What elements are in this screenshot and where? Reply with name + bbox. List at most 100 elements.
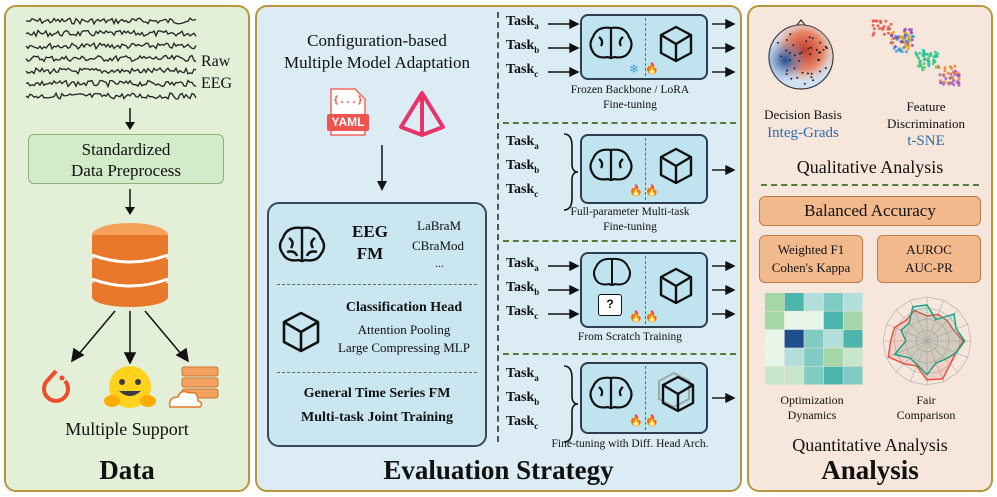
frozen-icon: ❄ xyxy=(629,62,640,76)
yaml-label: YAML xyxy=(331,115,365,129)
preprocess-line2: Data Preprocess xyxy=(71,161,181,180)
classification-head-icon xyxy=(659,267,693,305)
balanced-accuracy-box: Balanced Accuracy xyxy=(759,196,981,226)
branch-arrows-icon xyxy=(71,310,189,365)
data-title: Data xyxy=(99,455,155,485)
strategy-frozen-line2: Fine-tuning xyxy=(603,99,657,111)
fire-icon: 🔥 xyxy=(645,184,659,197)
eeg-waveform-icon xyxy=(25,17,197,101)
arrow-down-icon xyxy=(125,108,135,130)
analysis-title: Analysis xyxy=(821,455,919,485)
input-arrows-icon xyxy=(548,18,580,78)
output-arrows-icon xyxy=(712,260,736,320)
strategy-diffhead-box xyxy=(580,362,708,434)
decision-label: Decision Basis xyxy=(764,107,842,122)
output-arrow-icon xyxy=(712,164,736,176)
raw-label: Raw xyxy=(201,53,231,70)
metric-right-line2: AUC-PR xyxy=(905,260,953,275)
divider xyxy=(645,256,646,324)
foundation-model-box: EEG FM LaBraM CBraMod ... Classification… xyxy=(267,202,487,447)
qualitative-label: Qualitative Analysis xyxy=(796,157,944,177)
general-line1: General Time Series FM xyxy=(303,386,451,401)
classification-head-icon xyxy=(659,25,693,63)
head-item-attention: Attention Pooling xyxy=(357,322,451,337)
arrow-down-icon xyxy=(125,189,135,215)
huggingface-icon xyxy=(104,366,156,408)
f1-kappa-box: Weighted F1 Cohen's Kappa xyxy=(759,235,863,283)
task-c-label: Taskc xyxy=(506,62,539,79)
task-b-label: Taskb xyxy=(506,38,540,55)
task-b-label: Taskb xyxy=(506,390,540,407)
divider xyxy=(277,284,477,285)
quantitative-label: Quantitative Analysis xyxy=(792,435,948,455)
output-arrow-icon xyxy=(712,392,736,404)
divider xyxy=(645,18,646,76)
strategy-divider xyxy=(503,122,736,124)
head-item-mlp: Large Compressing MLP xyxy=(338,340,470,355)
strategy-separator xyxy=(497,12,499,442)
tsne-scatter-icon xyxy=(871,19,961,87)
support-label: Multiple Support xyxy=(65,419,189,439)
task-c-label: Taskc xyxy=(506,414,539,431)
feature-method: t-SNE xyxy=(907,133,945,149)
classification-head-icon xyxy=(659,147,693,185)
config-line1: Configuration-based xyxy=(307,31,447,50)
unknown-backbone-icon: ? xyxy=(598,294,622,316)
metric-left-line2: Cohen's Kappa xyxy=(771,260,851,275)
evaluation-title: Evaluation Strategy xyxy=(383,455,614,485)
fire-icon: 🔥 xyxy=(629,414,643,427)
feature-line1: Feature xyxy=(906,99,946,114)
arrow-down-icon xyxy=(377,145,387,191)
task-a-label: Taska xyxy=(506,134,539,151)
metric-left-line1: Weighted F1 xyxy=(777,242,845,257)
fm-model-labram: LaBraM xyxy=(417,218,462,233)
database-icon xyxy=(91,223,169,307)
brain-icon xyxy=(278,226,326,263)
task-a-label: Taska xyxy=(506,366,539,383)
strategy-frozen-box xyxy=(580,14,708,80)
brain-icon xyxy=(589,376,633,410)
decision-method: Integ-Grads xyxy=(767,125,839,141)
divider xyxy=(645,366,646,430)
brace-icon xyxy=(563,133,579,211)
classification-head-icon xyxy=(282,311,320,353)
head-title: Classification Head xyxy=(345,300,463,315)
brain-icon xyxy=(589,148,633,182)
fire-icon: 🔥 xyxy=(629,310,643,323)
task-b-label: Taskb xyxy=(506,280,540,297)
divider xyxy=(761,184,979,186)
config-prism-icon xyxy=(399,91,445,137)
task-a-label: Taska xyxy=(506,14,539,31)
task-a-label: Taska xyxy=(506,256,539,273)
opt-line2: Dynamics xyxy=(787,408,837,422)
heatmap-icon xyxy=(765,293,863,385)
server-cloud-icon xyxy=(168,366,219,408)
divider xyxy=(277,372,477,373)
eeg-topomap-icon xyxy=(768,19,834,90)
strategy-full-line1: Full-parameter Multi-task xyxy=(570,206,690,218)
strategy-divider xyxy=(503,353,736,355)
auroc-aucpr-box: AUROC AUC-PR xyxy=(877,235,981,283)
fm-model-more: ... xyxy=(435,256,444,270)
fm-title-line1: EEG xyxy=(352,222,388,241)
brain-icon xyxy=(593,257,631,286)
fm-model-cbramod: CBraMod xyxy=(412,238,464,253)
output-arrows-icon xyxy=(712,18,736,78)
task-b-label: Taskb xyxy=(506,158,540,175)
data-panel: Raw EEG Standardized Data Preprocess xyxy=(4,5,250,492)
preprocess-line1: Standardized xyxy=(81,140,171,159)
fm-title-line2: FM xyxy=(356,244,384,263)
strategy-diffhead-line1: Fine-tuning with Diff. Head Arch. xyxy=(551,438,709,450)
general-line2: Multi-task Joint Training xyxy=(301,410,453,425)
strategy-full-box xyxy=(580,134,708,204)
stacked-heads-icon xyxy=(658,372,695,413)
analysis-panel: Decision Basis Integ-Grads Feature Discr… xyxy=(747,5,993,492)
brain-icon xyxy=(589,26,633,60)
eeg-label: EEG xyxy=(201,75,233,92)
fire-icon: 🔥 xyxy=(645,62,659,75)
config-line2: Multiple Model Adaptation xyxy=(283,53,471,72)
fair-line2: Comparison xyxy=(896,408,956,422)
task-c-label: Taskc xyxy=(506,304,539,321)
yaml-brace: {...} xyxy=(332,95,364,106)
fair-line1: Fair xyxy=(916,393,936,407)
